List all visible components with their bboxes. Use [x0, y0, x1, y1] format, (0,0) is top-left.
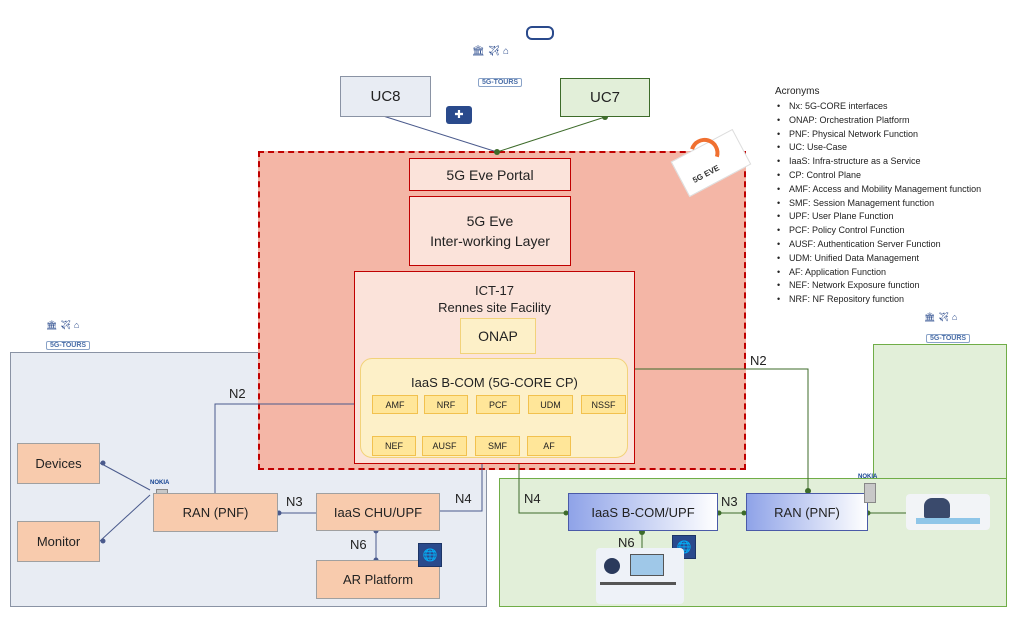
nf-udm: UDM	[528, 395, 573, 414]
acronym-item: ONAP: Orchestration Platform	[775, 114, 1020, 128]
ict17-title: ICT-17 Rennes site Facility	[355, 282, 634, 316]
nf-nrf-label: NRF	[436, 399, 456, 410]
iaas-cp-title: IaaS B-COM (5G-CORE CP)	[411, 375, 578, 390]
uc7-label: UC7	[589, 89, 620, 106]
ict17-line1: ICT-17	[474, 283, 514, 298]
acronyms-list: Nx: 5G-CORE interfaces ONAP: Orchestrati…	[775, 100, 1020, 307]
tours-logo-top: 🏛 ✈ ⌂ 5G-TOURS ✚	[446, 22, 560, 124]
devices-label: Devices	[35, 456, 82, 471]
nf-smf-label: SMF	[488, 441, 507, 451]
ar-platform-label: AR Platform	[342, 572, 414, 587]
uc7-box: UC7	[560, 78, 650, 117]
tours-badge-left: 5G-TOURS	[46, 341, 91, 350]
n2-label-left: N2	[229, 386, 246, 401]
tours-logo-right: 🏛 ✈ ⌂ 5G-TOURS	[920, 312, 982, 352]
acronym-item: AUSF: Authentication Server Function	[775, 238, 1020, 252]
antenna-right-icon	[864, 483, 876, 503]
acronym-item: PNF: Physical Network Function	[775, 128, 1020, 142]
ambulance-icon: ✚	[446, 106, 472, 124]
nf-amf-label: AMF	[385, 399, 405, 410]
operator-desk-icon	[600, 582, 676, 585]
acronym-item: UPF: User Plane Function	[775, 210, 1020, 224]
devices-box: Devices	[17, 443, 100, 484]
nf-nef: NEF	[372, 436, 416, 456]
ict17-line2: Rennes site Facility	[438, 300, 551, 315]
globe-icon-left: 🌐	[418, 543, 442, 567]
acronym-item: AMF: Access and Mobility Management func…	[775, 183, 1020, 197]
patient-illustration	[906, 494, 990, 530]
acronyms-title: Acronyms	[775, 86, 820, 97]
operator-person-icon	[604, 558, 620, 574]
onap-box: ONAP	[460, 318, 536, 354]
acronym-item: CP: Control Plane	[775, 169, 1020, 183]
onap-label: ONAP	[478, 328, 518, 344]
iaas-chu-upf: IaaS CHU/UPF	[316, 493, 440, 531]
nf-pcf: PCF	[476, 395, 520, 414]
monitor-label: Monitor	[36, 534, 81, 549]
monitor-box: Monitor	[17, 521, 100, 562]
acronym-item: NRF: NF Repository function	[775, 293, 1020, 307]
nf-nef-label: NEF	[385, 441, 403, 451]
nokia-label-right: NOKIA	[858, 474, 878, 480]
acronym-item: PCF: Policy Control Function	[775, 224, 1020, 238]
ran-left-label: RAN (PNF)	[182, 505, 249, 520]
acronyms-legend: Acronyms Nx: 5G-CORE interfaces ONAP: Or…	[775, 86, 1020, 307]
operator-screen-icon	[630, 554, 664, 576]
acronym-item: AF: Application Function	[775, 266, 1020, 280]
nf-ausf: AUSF	[422, 436, 467, 456]
iaas-chu-upf-label: IaaS CHU/UPF	[333, 504, 423, 520]
right-site-zone-upper	[873, 344, 1007, 479]
nf-af-label: AF	[543, 441, 555, 451]
iaas-bcom-upf-label: IaaS B-COM/UPF	[591, 504, 695, 520]
acronym-item: NEF: Network Exposure function	[775, 279, 1020, 293]
nokia-label-left: NOKIA	[150, 480, 170, 486]
nokia-antenna-right: NOKIA	[858, 474, 884, 504]
n6-label-right: N6	[618, 535, 635, 550]
n4-label-left: N4	[455, 491, 472, 506]
nf-ausf-label: AUSF	[432, 441, 457, 451]
nf-nssf: NSSF	[581, 395, 626, 414]
tours-badge-right: 5G-TOURS	[926, 334, 971, 343]
nf-nssf-label: NSSF	[591, 399, 616, 410]
uc8-label: UC8	[370, 88, 401, 105]
patient-person-icon	[924, 498, 950, 518]
tours-logo-left: 🏛 ✈ ⌂ 5G-TOURS	[40, 318, 110, 370]
n3-label-left: N3	[286, 494, 303, 509]
nf-smf: SMF	[475, 436, 520, 456]
vr-glasses-icon	[526, 26, 554, 40]
ran-pnf-right: RAN (PNF)	[746, 493, 868, 531]
interworking-line2: Inter-working Layer	[430, 233, 550, 249]
patient-bed-icon	[916, 518, 980, 524]
uc8-box: UC8	[340, 76, 431, 117]
nf-pcf-label: PCF	[489, 399, 507, 410]
acronym-item: SMF: Session Management function	[775, 197, 1020, 211]
acronym-item: Nx: 5G-CORE interfaces	[775, 100, 1020, 114]
acronym-item: IaaS: Infra-structure as a Service	[775, 155, 1020, 169]
5g-eve-portal: 5G Eve Portal	[409, 158, 571, 191]
nf-udm-label: UDM	[540, 399, 561, 410]
interworking-line1: 5G Eve	[466, 213, 514, 229]
operator-illustration	[596, 548, 684, 604]
ran-right-label: RAN (PNF)	[774, 504, 840, 520]
tours-icons-right: 🏛 ✈ ⌂	[924, 312, 958, 322]
n6-label-left: N6	[350, 537, 367, 552]
nf-amf: AMF	[372, 395, 418, 414]
tours-badge-top: 5G-TOURS	[478, 78, 523, 87]
portal-label: 5G Eve Portal	[446, 166, 534, 183]
acronym-item: UDM: Unified Data Management	[775, 252, 1020, 266]
n3-label-right: N3	[721, 494, 738, 509]
nf-af: AF	[527, 436, 571, 456]
iaas-bcom-upf: IaaS B-COM/UPF	[568, 493, 718, 531]
n4-label-right: N4	[524, 491, 541, 506]
tours-icons-left: 🏛 ✈ ⌂	[46, 320, 80, 330]
interworking-layer: 5G Eve Inter-working Layer	[409, 196, 571, 266]
tours-icons-cluster: 🏛 ✈ ⌂	[472, 46, 509, 57]
nf-nrf: NRF	[424, 395, 468, 414]
ran-pnf-left: RAN (PNF)	[153, 493, 278, 532]
acronym-item: UC: Use-Case	[775, 141, 1020, 155]
n2-label-right: N2	[750, 353, 767, 368]
